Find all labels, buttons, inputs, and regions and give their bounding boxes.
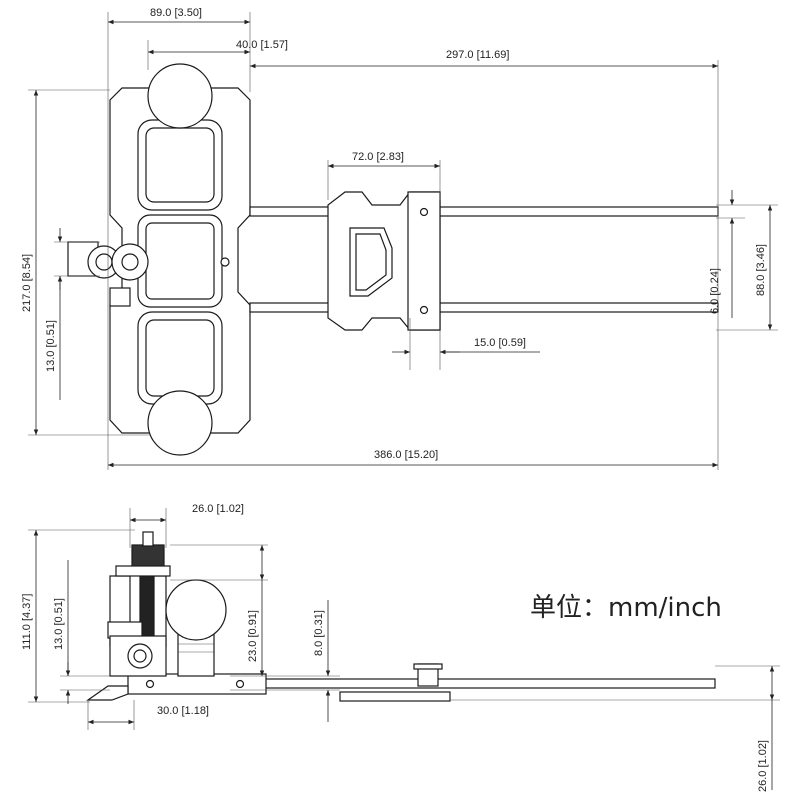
dim-side-total-height: 111.0 [4.37] [21,594,33,650]
dim-side-knob-height: 13.0 [0.51] [53,598,65,650]
dim-rail-length: 297.0 [11.69] [446,49,509,61]
top-clamp-screw-upper [419,207,429,217]
dim-clamp-depth: 15.0 [0.59] [474,337,526,349]
side-view-dimensions: 26.0 [1.02] 111.0 [4.37] 13.0 [0.51] 23.… [21,503,780,792]
top-rail-upper [249,206,719,217]
side-base-screw-1 [145,679,155,689]
side-view [86,531,716,702]
top-view-dimensions: 89.0 [3.50] 40.0 [1.57] 297.0 [11.69] 72… [21,7,778,470]
dim-side-ball-diameter: 23.0 [0.91] [247,610,259,662]
side-column-cap [115,565,171,577]
dim-side-base-offset: 8.0 [0.31] [313,610,325,656]
side-clamp-plate [339,691,451,702]
top-rail-lower [249,302,719,313]
unit-label: 单位：mm/inch [530,593,722,623]
side-clamp-post-top [413,663,443,670]
side-knob-cap [142,531,154,547]
dim-side-base-width: 30.0 [1.18] [157,705,209,717]
side-rail [264,678,716,689]
top-clamp-screw-lower [419,305,429,315]
top-clamp-window-inner [355,233,387,291]
top-knob-wheel-inner [121,253,139,271]
side-lower-knob-inner [133,649,147,663]
dim-overall-length: 386.0 [15.20] [374,449,438,461]
top-ball-lower [147,390,213,456]
top-pocket-middle-inner [145,222,215,300]
dim-side-top-width: 26.0 [1.02] [192,503,244,515]
top-plate-hole [220,257,230,267]
dim-overall-height: 217.0 [8.54] [21,254,33,312]
top-knob-foot [109,287,131,307]
dim-clamp-width: 72.0 [2.83] [352,151,404,163]
side-ball [165,579,227,641]
side-knob-top [131,544,165,568]
dim-rod-diameter: 6.0 [0.24] [709,268,721,314]
top-ball-upper [147,63,213,129]
dim-overall-width: 89.0 [3.50] [150,7,202,19]
top-pocket-lower-inner [145,319,215,397]
top-pocket-upper-inner [145,127,215,203]
dim-rod-spacing: 88.0 [3.46] [755,244,767,296]
top-knob-inner [95,253,113,271]
top-view [67,63,719,456]
dim-knob-height: 13.0 [0.51] [45,320,57,372]
dim-ball-offset: 40.0 [1.57] [236,39,288,51]
dim-side-rail-height: 26.0 [1.02] [757,740,769,792]
side-base-screw-2 [235,679,245,689]
side-base-wedge [86,685,129,701]
